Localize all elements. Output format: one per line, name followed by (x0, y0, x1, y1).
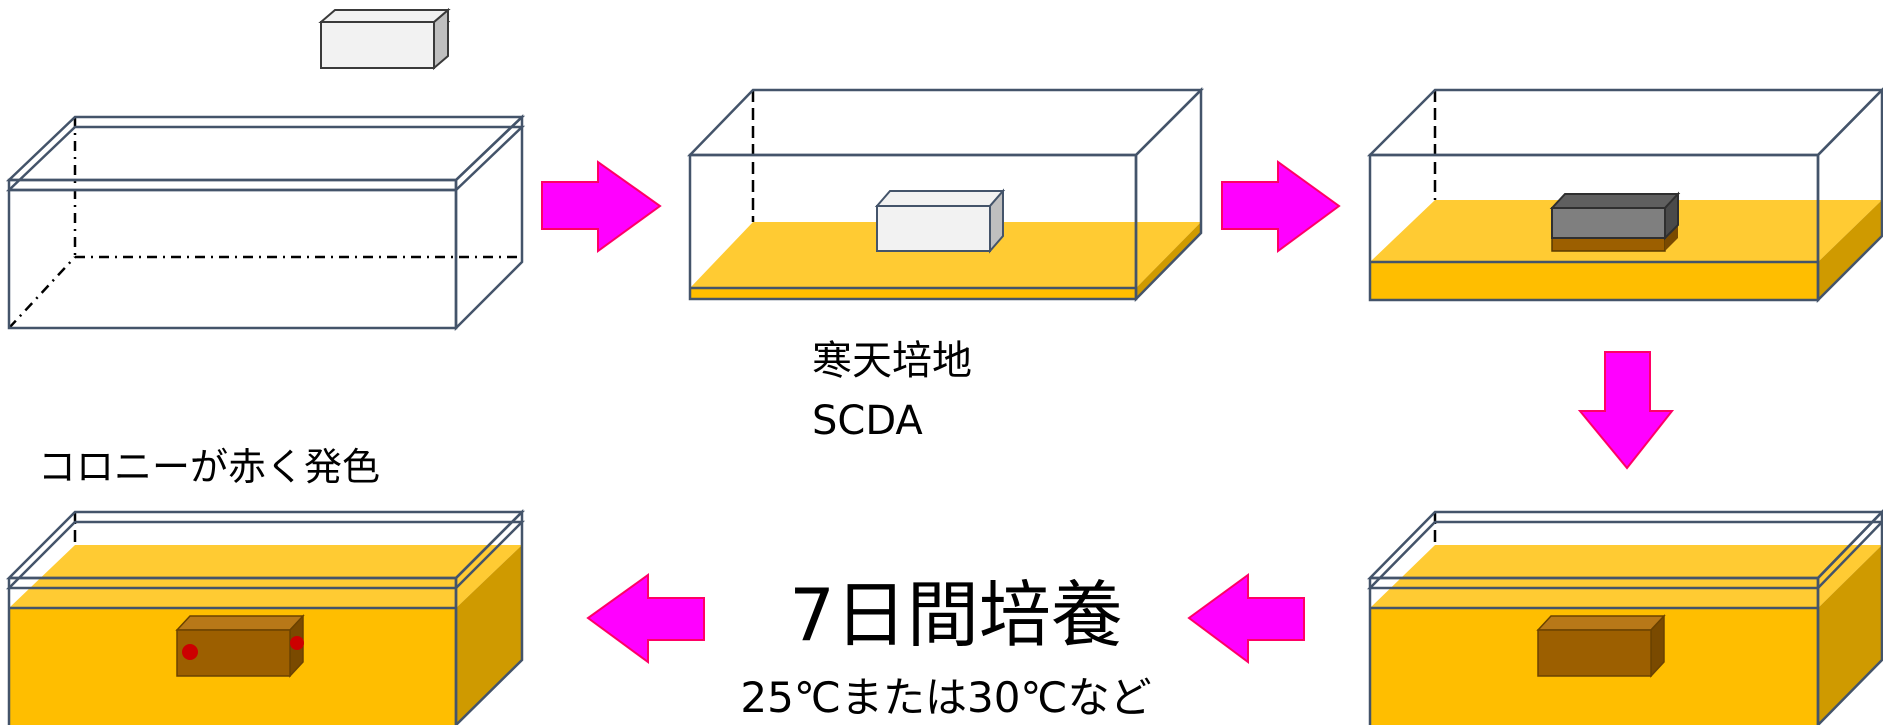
step5-sample-block (175, 614, 305, 678)
arrow-left-2 (586, 573, 705, 664)
step2-sample-block (874, 188, 1006, 254)
step2-container-thin-agar (687, 86, 1205, 303)
step3-sample-block (1549, 191, 1681, 252)
arrow-right-2 (1221, 160, 1341, 253)
red-colony (182, 644, 198, 660)
step4-sample-block (1536, 614, 1666, 678)
arrow-down (1577, 351, 1675, 470)
medium-name-label: 寒天培地 (812, 338, 972, 384)
step5-container-red-colonies (5, 508, 526, 725)
step3-container-agar-gray-sample (1366, 87, 1883, 304)
arrow-left-1 (1187, 573, 1305, 664)
medium-code-label: SCDA (812, 398, 923, 444)
incubation-label: 7日間培養 (789, 573, 1123, 657)
result-label: コロニーが赤く発色 (38, 445, 380, 489)
incubation-conditions-label: 25℃または30℃など (740, 673, 1151, 722)
red-colony (290, 636, 304, 650)
step1-sample-block (318, 7, 451, 71)
arrow-right-1 (541, 160, 662, 253)
step4-container-embedded-sample (1367, 509, 1883, 725)
step1-empty-container (5, 114, 526, 332)
